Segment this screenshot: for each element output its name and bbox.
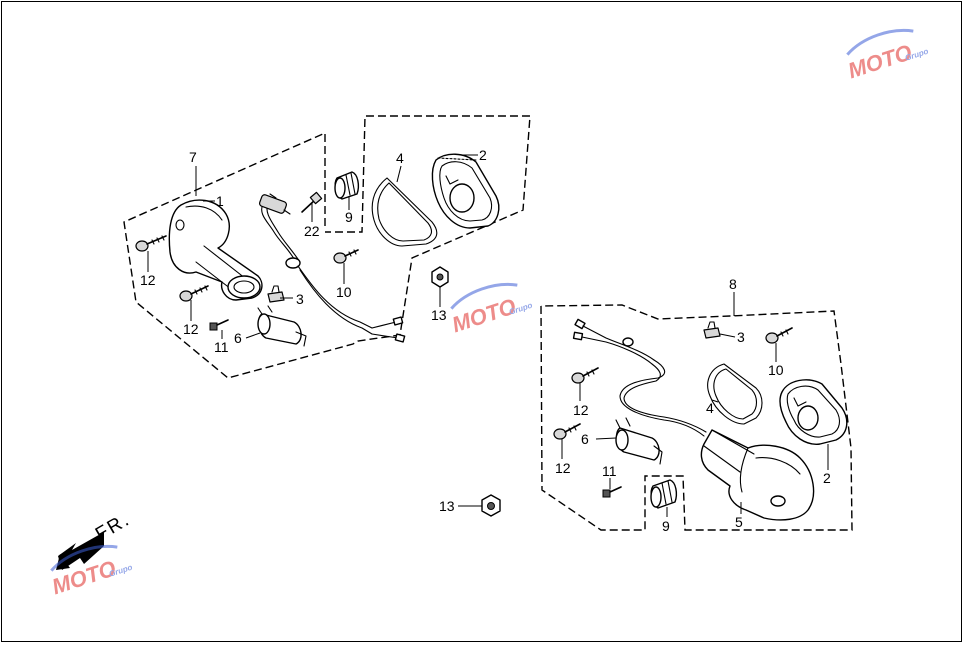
turn-signal-housing-left bbox=[168, 199, 263, 301]
callout-8: 8 bbox=[729, 276, 737, 292]
screw-10-right bbox=[765, 327, 793, 344]
wire-harness-left bbox=[258, 193, 406, 343]
left-assembly-outline bbox=[123, 115, 531, 379]
leader-lines-left bbox=[147, 154, 478, 339]
callout-1: 1 bbox=[216, 193, 224, 209]
callout-7: 7 bbox=[189, 149, 197, 165]
callout-13-right: 13 bbox=[439, 498, 455, 514]
callout-12b: 12 bbox=[183, 321, 199, 337]
watermark-logo-center: MOTO Grupo bbox=[449, 282, 534, 337]
screw-22-left bbox=[301, 191, 323, 213]
callout-6-left: 6 bbox=[234, 330, 242, 346]
bulb-9-right bbox=[650, 479, 678, 509]
callout-13-left: 13 bbox=[431, 307, 447, 323]
socket-6-right bbox=[615, 417, 663, 465]
bulb-9-left bbox=[334, 171, 360, 200]
watermark-logo-topright: MOTO Grupo bbox=[845, 28, 930, 83]
callout-4-right: 4 bbox=[706, 400, 714, 416]
socket-6-left bbox=[257, 305, 307, 347]
screw-11-right bbox=[602, 486, 622, 498]
callout-12d: 12 bbox=[555, 460, 571, 476]
callout-5: 5 bbox=[735, 514, 743, 530]
callout-11-left: 11 bbox=[214, 339, 229, 355]
callout-12a: 12 bbox=[140, 272, 156, 288]
screw-12a-left bbox=[135, 235, 167, 252]
screw-12d-right bbox=[553, 423, 581, 440]
screw-12c-right bbox=[571, 367, 599, 384]
reflector-housing-2-right bbox=[779, 379, 848, 445]
callout-10-right: 10 bbox=[768, 362, 784, 378]
screw-11-left bbox=[209, 319, 229, 331]
nut-13-left bbox=[431, 266, 449, 288]
front-direction-label: FR. bbox=[92, 509, 134, 545]
callout-4-left: 4 bbox=[396, 150, 404, 166]
callout-10-left: 10 bbox=[336, 284, 352, 300]
reflector-housing-2-left bbox=[431, 153, 500, 229]
gasket-4-right bbox=[707, 363, 763, 425]
callout-9-right: 9 bbox=[662, 518, 670, 534]
screw-12b-left bbox=[179, 285, 209, 302]
contact-3-left bbox=[267, 285, 285, 303]
contact-3-right bbox=[703, 321, 721, 339]
turn-signal-housing-right bbox=[700, 429, 815, 521]
leader-lines-right bbox=[458, 292, 829, 517]
callout-12c: 12 bbox=[573, 402, 589, 418]
nut-13-right bbox=[481, 494, 501, 517]
callout-2-right: 2 bbox=[823, 470, 831, 486]
callout-3-left: 3 bbox=[296, 291, 304, 307]
callout-2-left: 2 bbox=[479, 147, 487, 163]
callout-3-right: 3 bbox=[737, 329, 745, 345]
wire-harness-right bbox=[572, 318, 707, 437]
right-assembly-outline bbox=[540, 304, 853, 531]
callout-9-left: 9 bbox=[345, 209, 353, 225]
callout-6-right: 6 bbox=[581, 431, 589, 447]
screw-10-left bbox=[333, 249, 359, 264]
gasket-4-left bbox=[371, 177, 438, 247]
callout-22: 22 bbox=[304, 223, 320, 239]
callout-11-right: 11 bbox=[602, 463, 617, 479]
